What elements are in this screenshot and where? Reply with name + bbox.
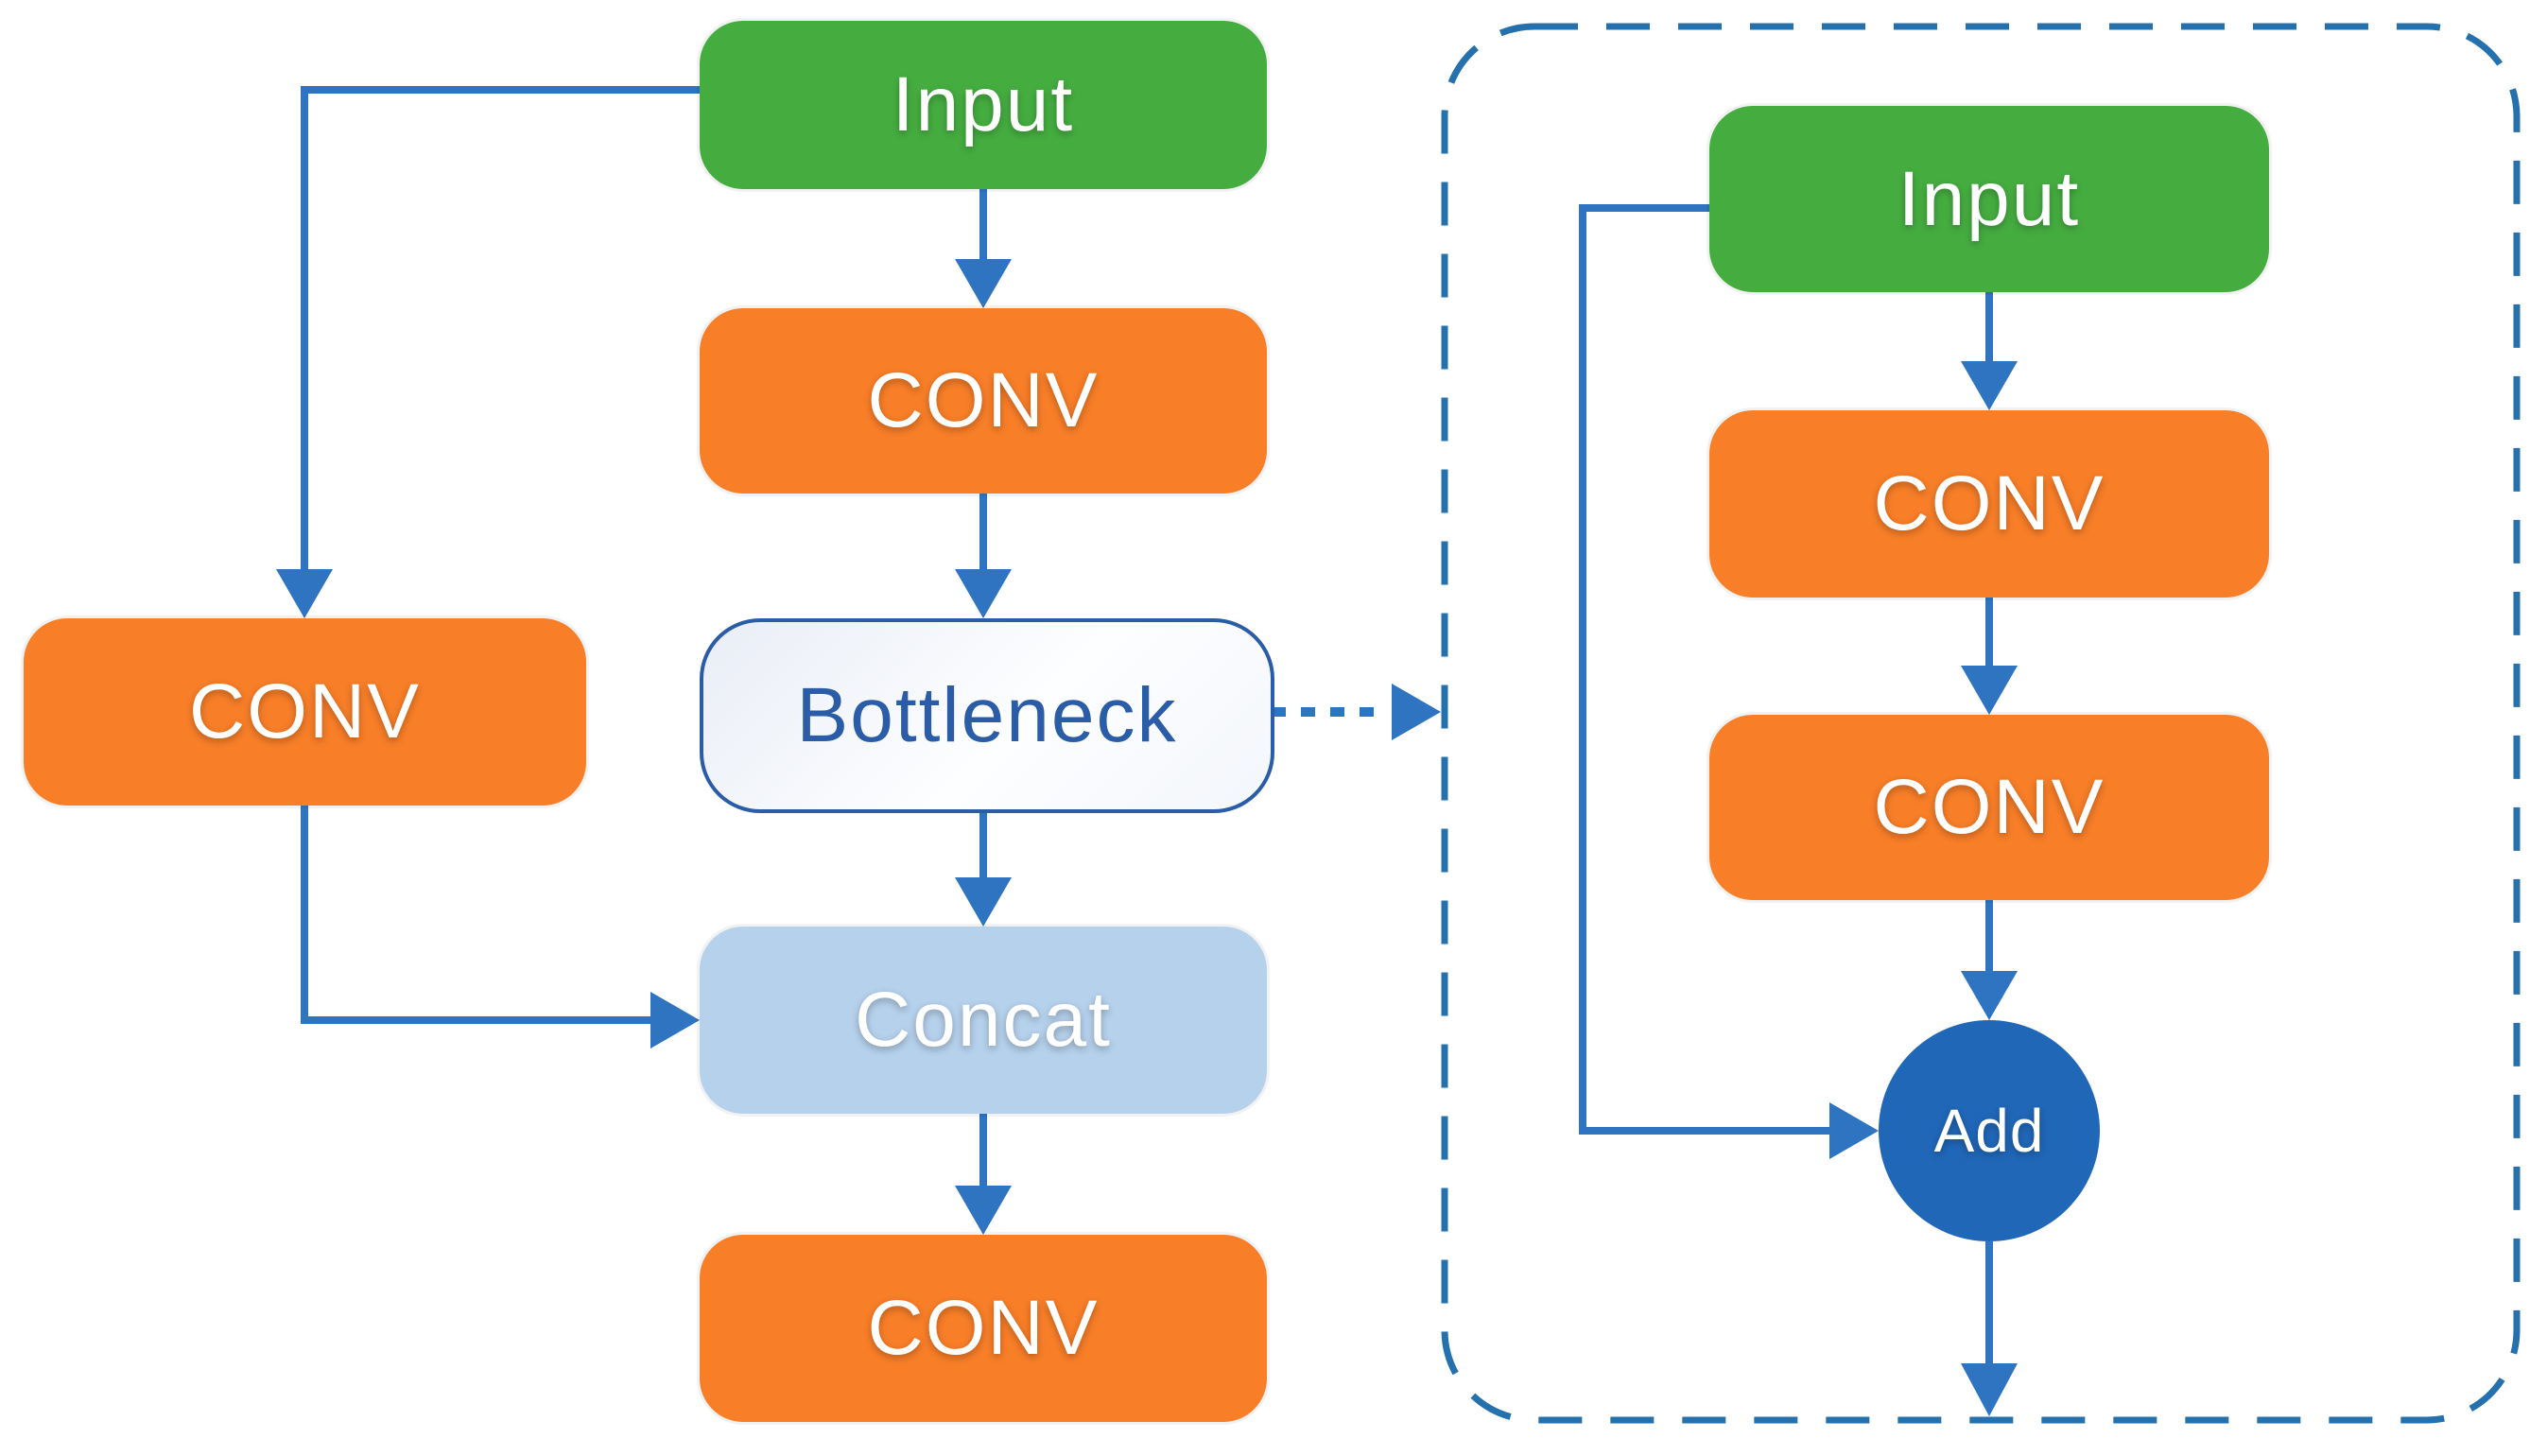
node-conv-bottom: CONV [700, 1235, 1267, 1422]
arrow-bottleneck-to-concat-head [955, 877, 1012, 927]
node-add-label: Add [1933, 1097, 2045, 1165]
arrow-conv-to-bottleneck-head [955, 569, 1012, 618]
arrow-input-to-conv-head [955, 259, 1012, 308]
branch-input-to-side-conv-head [276, 569, 333, 618]
node-bottleneck-label: Bottleneck [796, 672, 1178, 758]
node-conv-side-label: CONV [189, 668, 421, 754]
node-input-main-label: Input [892, 61, 1075, 147]
dotted-arrow-bottleneck-to-detail-head [1392, 684, 1441, 740]
detail-skip-connection-line [1579, 204, 1835, 1135]
node-conv-bottom-label: CONV [867, 1285, 1100, 1371]
node-conv-detail-2: CONV [1709, 715, 2269, 900]
detail-arrow-add-output-head [1961, 1363, 2018, 1416]
node-conv-detail-2-label: CONV [1873, 764, 2105, 850]
node-conv-top: CONV [700, 308, 1267, 494]
node-input-detail-label: Input [1897, 155, 2081, 242]
node-conv-detail-1-label: CONV [1873, 460, 2105, 546]
detail-arrow-conv2-to-add-head [1961, 971, 2018, 1020]
node-input-main: Input [700, 21, 1267, 189]
node-input-detail: Input [1709, 106, 2269, 292]
side-conv-to-concat-line [301, 806, 656, 1024]
detail-arrow-input-to-conv1-head [1961, 361, 2018, 410]
branch-input-to-side-conv-line [301, 86, 700, 575]
node-concat-label: Concat [855, 977, 1112, 1063]
arrow-concat-to-conv-head [955, 1186, 1012, 1235]
side-conv-to-concat-head [650, 992, 700, 1049]
bottleneck-detail-dashed-border [1441, 23, 2521, 1424]
node-concat: Concat [700, 927, 1267, 1114]
node-conv-side: CONV [24, 618, 586, 806]
detail-arrow-conv1-to-conv2-head [1961, 666, 2018, 715]
node-conv-detail-1: CONV [1709, 410, 2269, 598]
node-conv-top-label: CONV [867, 357, 1100, 443]
detail-skip-connection-head [1829, 1102, 1879, 1159]
node-bottleneck: Bottleneck [700, 618, 1274, 813]
node-add: Add [1879, 1020, 2100, 1241]
